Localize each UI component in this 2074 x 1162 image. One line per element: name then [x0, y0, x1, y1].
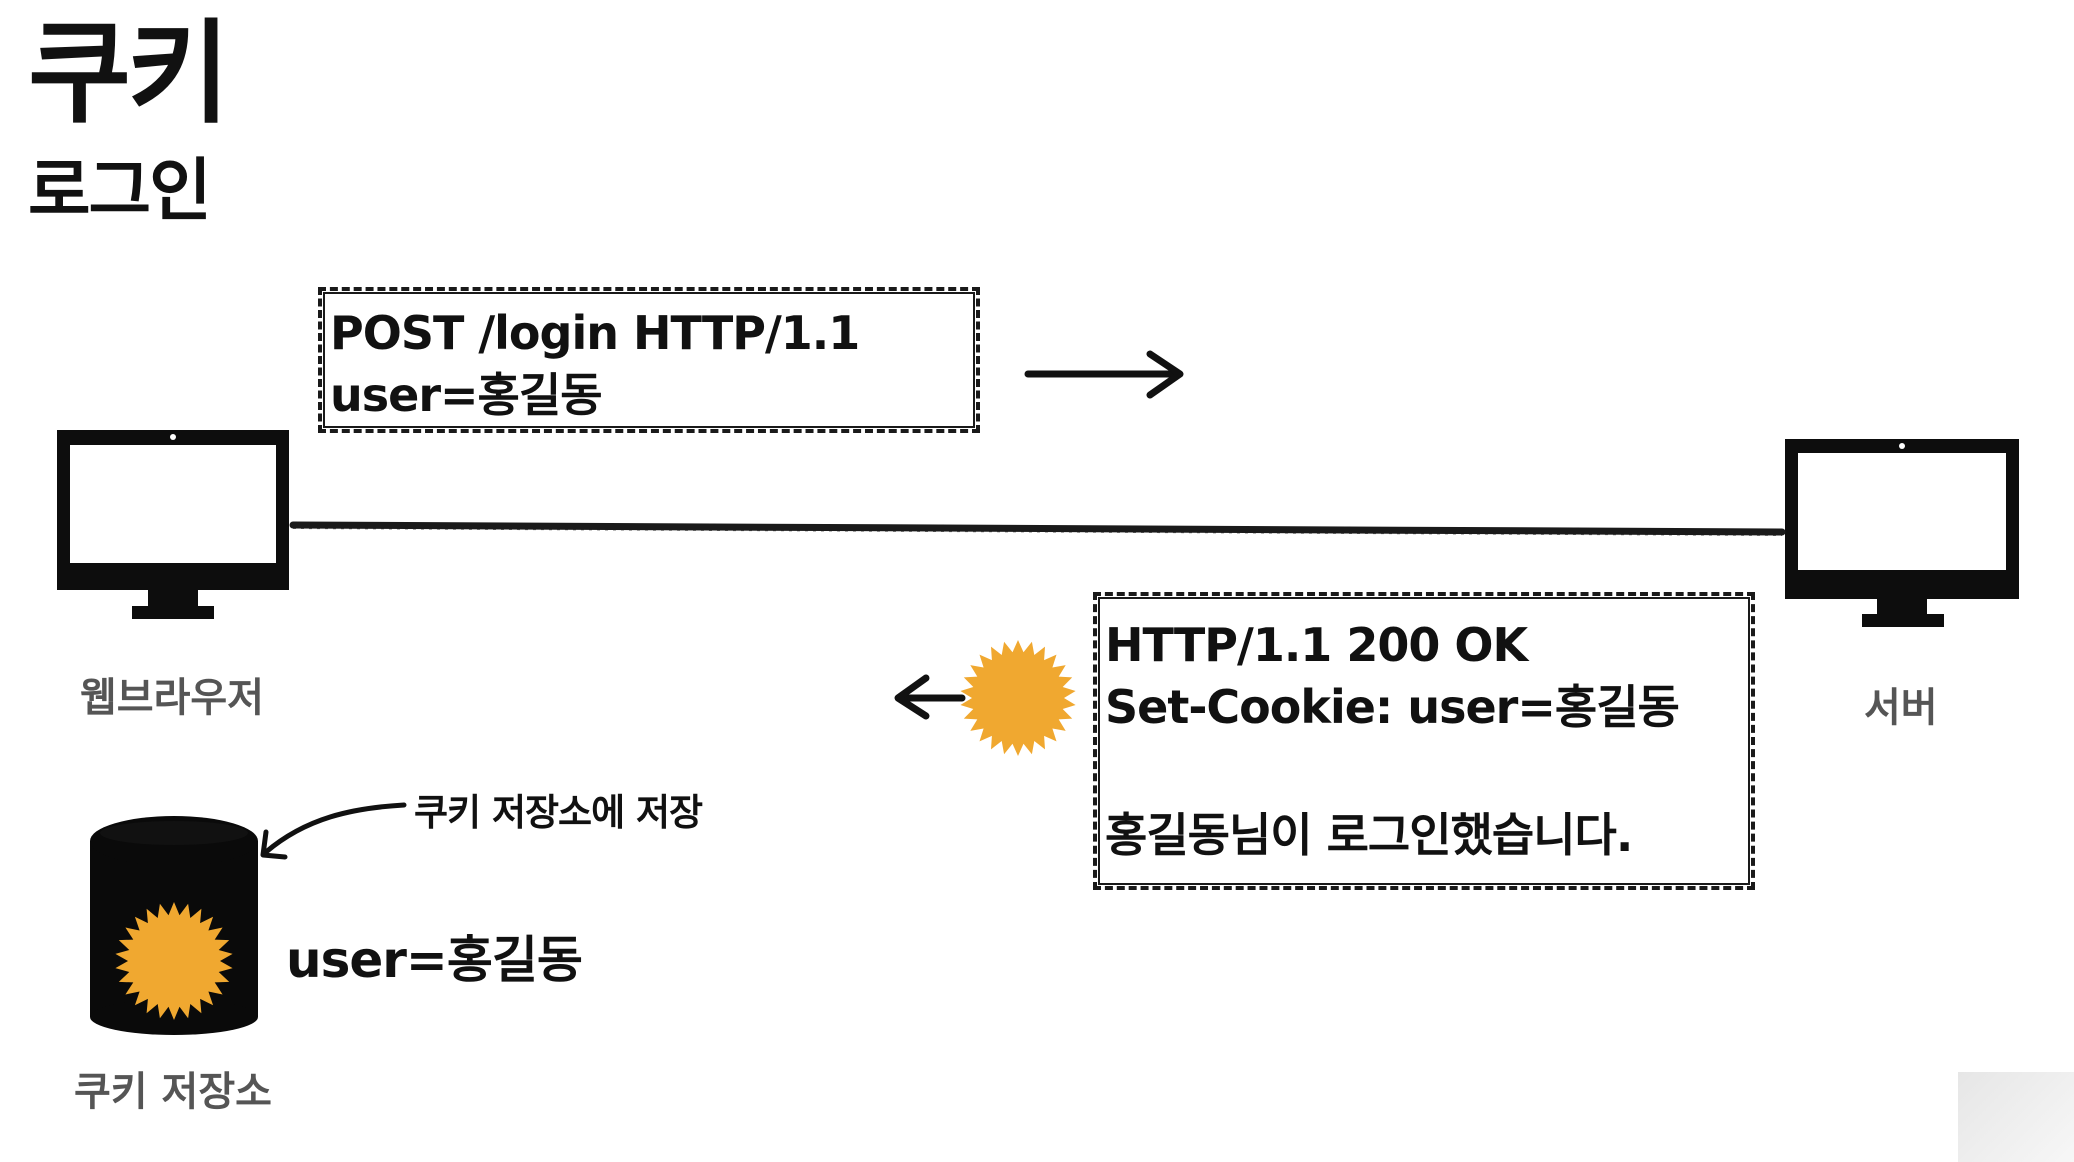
stored-cookie-burst-icon: [115, 902, 233, 1020]
store-arrow-icon: [260, 802, 407, 860]
response-line-1: HTTP/1.1 200 OK: [1105, 618, 1528, 672]
stored-cookie-value: user=홍길동: [286, 931, 583, 989]
cookie-storage-label: 쿠키 저장소: [74, 1069, 272, 1115]
request-line-1: POST /login HTTP/1.1: [330, 306, 860, 360]
server-monitor-icon: [1785, 439, 2019, 627]
server-label: 서버: [1864, 685, 1938, 731]
request-message-box: [318, 287, 980, 433]
page-title: 쿠키: [28, 9, 230, 139]
browser-monitor-icon: [57, 430, 289, 619]
corner-shade: [1958, 1072, 2074, 1162]
cookie-burst-icon: [960, 640, 1076, 756]
page-subtitle: 로그인: [28, 152, 212, 231]
connection-line: [289, 521, 1786, 536]
response-line-3: 홍길동님이 로그인했습니다.: [1105, 808, 1633, 862]
response-line-2: Set-Cookie: user=홍길동: [1105, 680, 1680, 734]
browser-label: 웹브라우저: [80, 675, 264, 721]
response-arrow-icon: [894, 674, 966, 720]
request-arrow-icon: [1024, 350, 1184, 399]
response-message-box: [1093, 592, 1755, 890]
store-note: 쿠키 저장소에 저장: [414, 791, 703, 834]
request-line-2: user=홍길동: [330, 368, 603, 422]
